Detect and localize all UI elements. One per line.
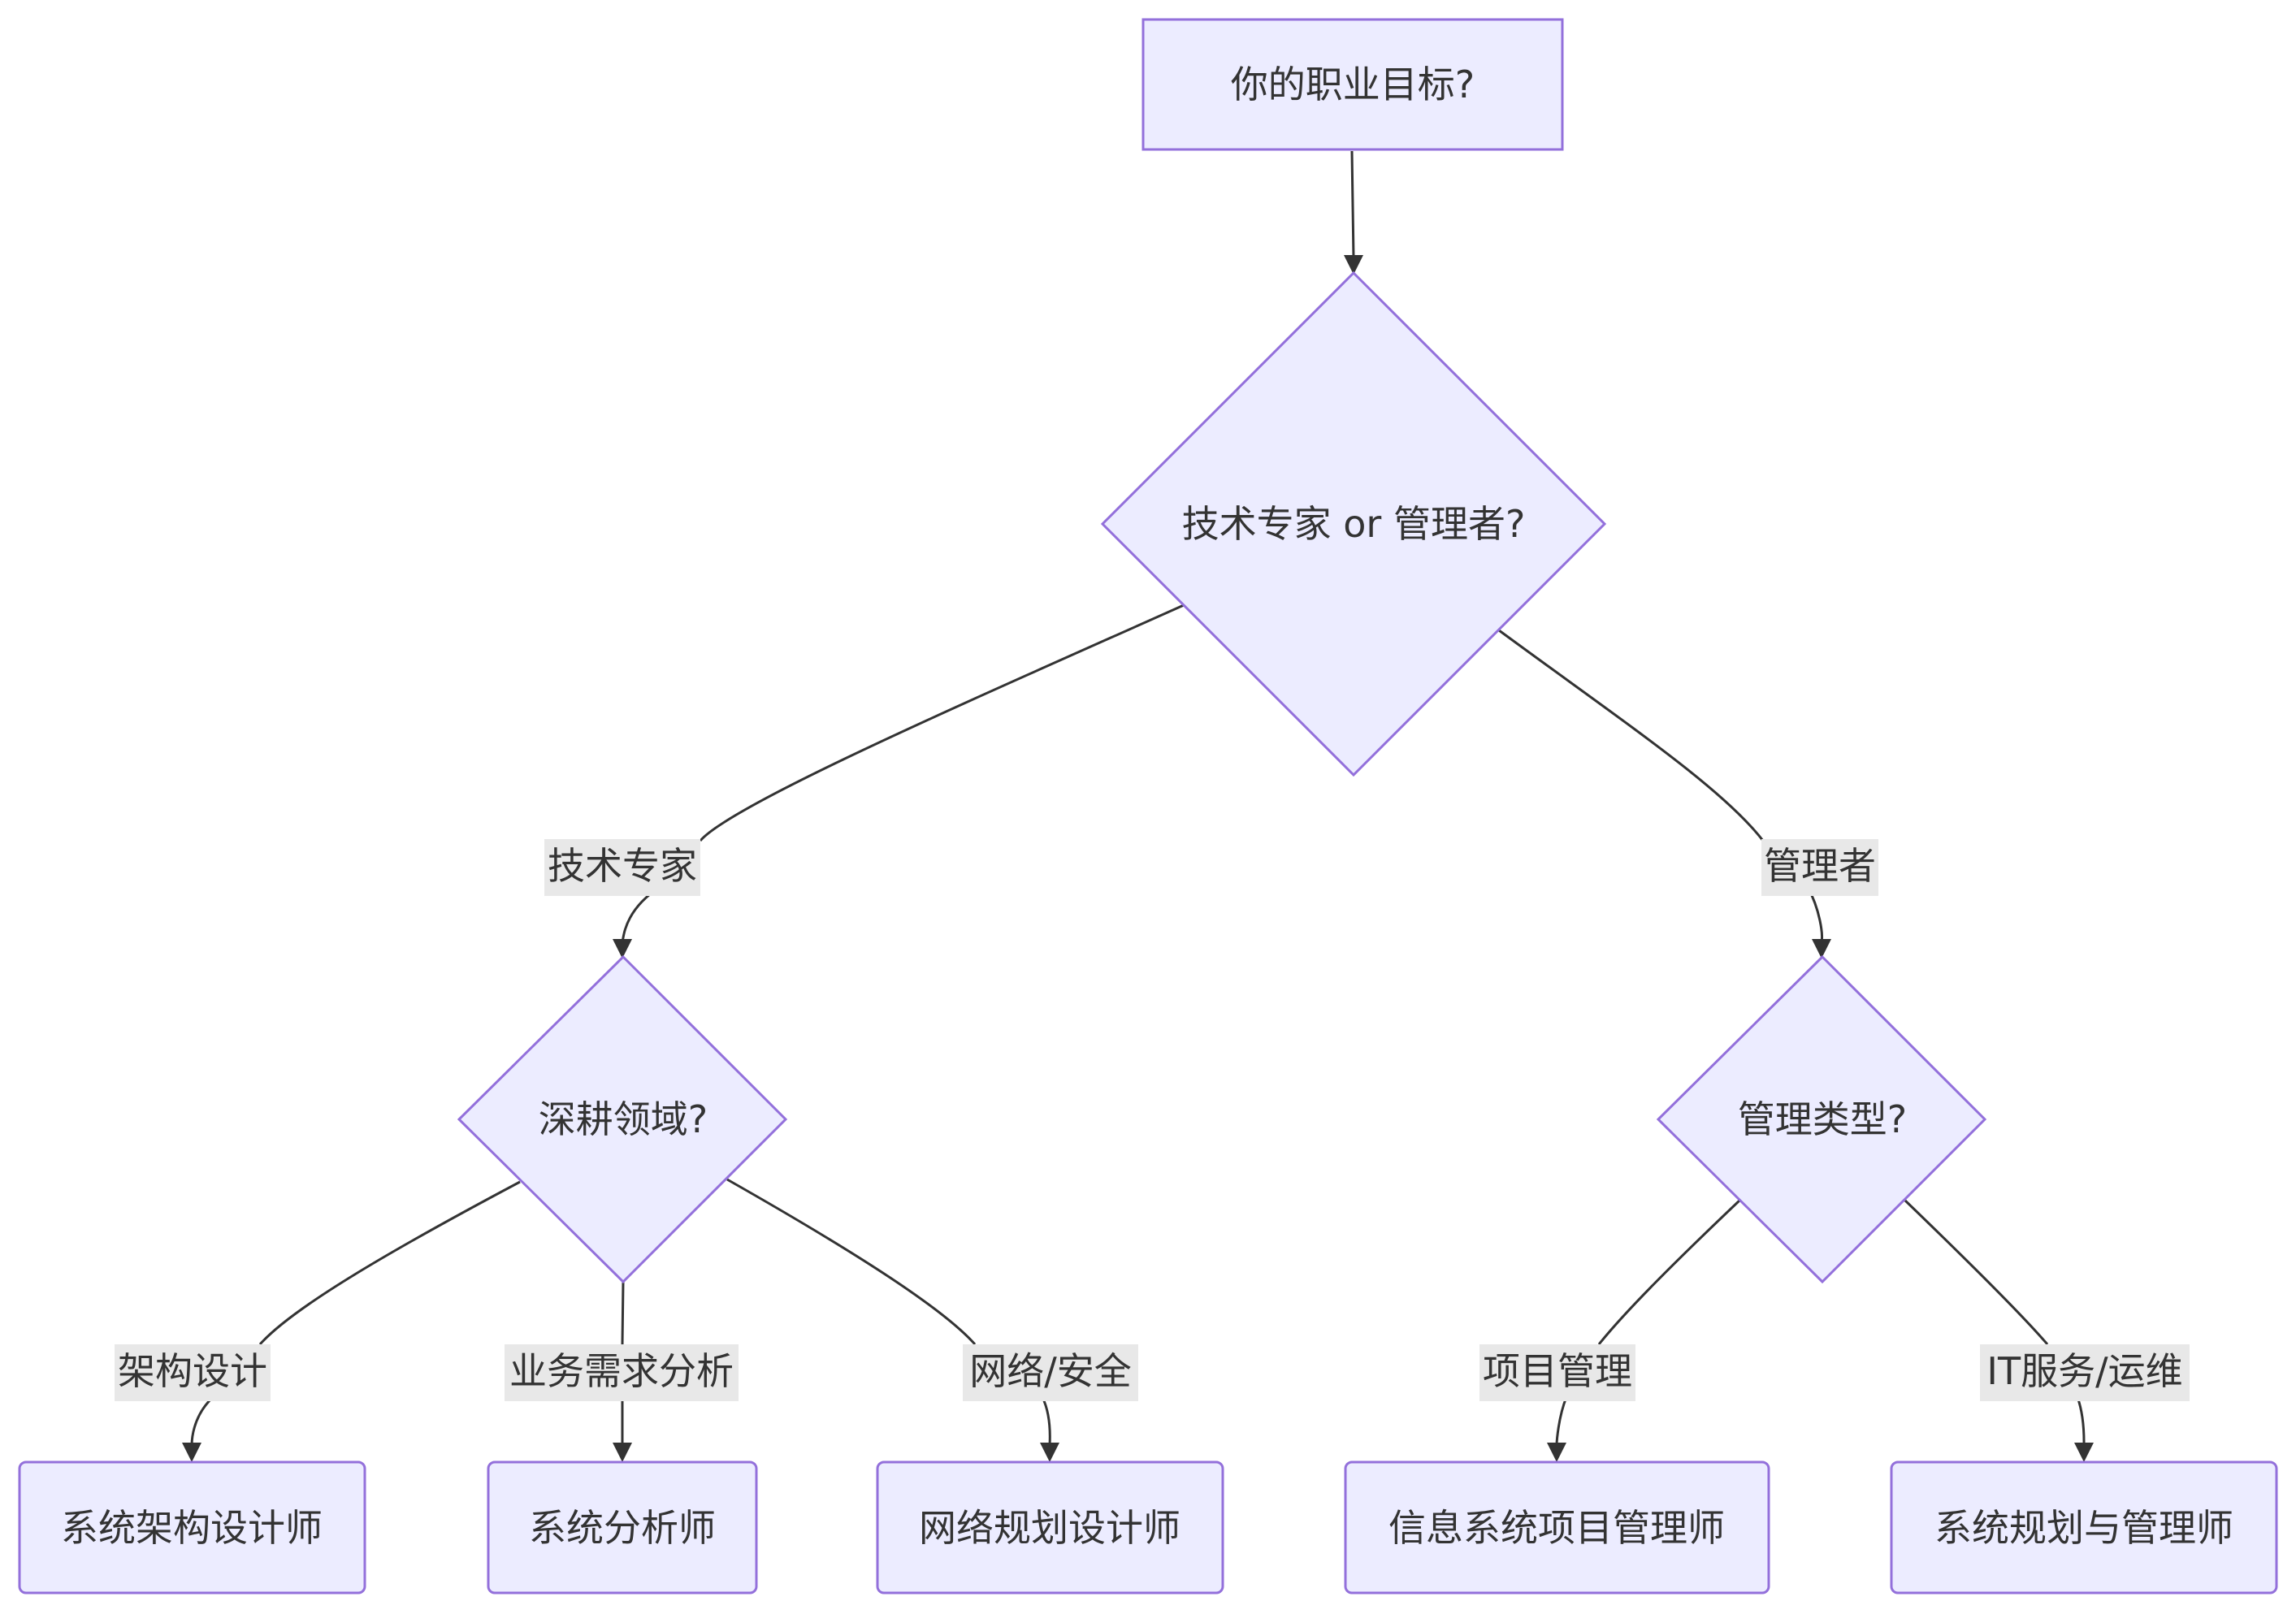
edge-domain-to-network [726, 1178, 1051, 1447]
arrowhead-domain-choice [613, 939, 632, 958]
edge-label-to-analyst-text: 业务需求分析 [509, 1349, 734, 1393]
node-goal-text: 你的职业目标? [1231, 63, 1475, 106]
edge-label-to-network: 网络/安全 [963, 1344, 1138, 1401]
edge-label-to-expert: 技术专家 [544, 839, 700, 896]
edge-label-to-planning-text: IT服务/运维 [1986, 1349, 2182, 1393]
node-architect: 系统架构设计师 [18, 1460, 366, 1595]
nodes: 你的职业目标? 技术专家 or 管理者? 深耕领域? 管理类型? 系统架构设计师… [18, 18, 2278, 1595]
edge-label-to-analyst: 业务需求分析 [505, 1344, 739, 1401]
arrowhead-network [1040, 1443, 1059, 1462]
edge-domain-to-analyst [621, 1281, 625, 1446]
node-project-manager-text: 信息系统项目管理师 [1388, 1506, 1725, 1550]
edge-label-to-network-text: 网络/安全 [969, 1349, 1132, 1393]
node-domain-choice: 深耕领域? [457, 954, 788, 1284]
node-network-text: 网络规划设计师 [919, 1506, 1180, 1550]
node-path-choice: 技术专家 or 管理者? [1100, 270, 1607, 777]
node-planning-manager-text: 系统规划与管理师 [1934, 1506, 2233, 1550]
node-domain-choice-text: 深耕领域? [539, 1097, 708, 1141]
arrowhead-mgmt-choice [1812, 939, 1831, 958]
edge-label-to-manager: 管理者 [1761, 839, 1878, 896]
arrowhead-path-choice [1344, 255, 1363, 275]
node-analyst-text: 系统分析师 [529, 1506, 716, 1550]
node-analyst: 系统分析师 [487, 1460, 758, 1595]
edge-goal-to-path-choice [1350, 150, 1355, 259]
node-goal: 你的职业目标? [1142, 18, 1564, 151]
node-mgmt-choice: 管理类型? [1656, 954, 1987, 1284]
edge-label-to-expert-text: 技术专家 [548, 844, 697, 888]
edge-mgmt-to-project [1555, 1199, 1741, 1447]
edge-domain-to-architect [190, 1180, 521, 1447]
node-architect-text: 系统架构设计师 [61, 1506, 323, 1550]
edge-label-to-planning: IT服务/运维 [1980, 1344, 2190, 1401]
node-planning-manager: 系统规划与管理师 [1890, 1460, 2278, 1595]
edge-path-choice-to-domain [621, 604, 1185, 943]
node-mgmt-choice-text: 管理类型? [1738, 1097, 1907, 1141]
arrowhead-architect [182, 1443, 201, 1462]
arrowhead-analyst [613, 1443, 632, 1462]
edge-labels: 技术专家 管理者 架构设计 业务需求分析 网络/安全 项目管理 IT服务/运维 [115, 839, 2190, 1401]
edge-label-to-architect: 架构设计 [115, 1344, 271, 1401]
node-network: 网络规划设计师 [876, 1460, 1224, 1595]
node-path-choice-text: 技术专家 or 管理者? [1182, 502, 1526, 546]
arrowhead-project [1547, 1443, 1566, 1462]
edge-label-to-manager-text: 管理者 [1764, 844, 1876, 888]
arrowhead-planning [2074, 1443, 2094, 1462]
edge-label-to-project-text: 项目管理 [1483, 1349, 1632, 1393]
edge-label-to-architect-text: 架构设计 [118, 1349, 267, 1393]
edge-mgmt-to-planning [1904, 1199, 2086, 1447]
node-project-manager: 信息系统项目管理师 [1344, 1460, 1770, 1595]
edges [182, 150, 2094, 1462]
edge-label-to-project: 项目管理 [1479, 1344, 1635, 1401]
